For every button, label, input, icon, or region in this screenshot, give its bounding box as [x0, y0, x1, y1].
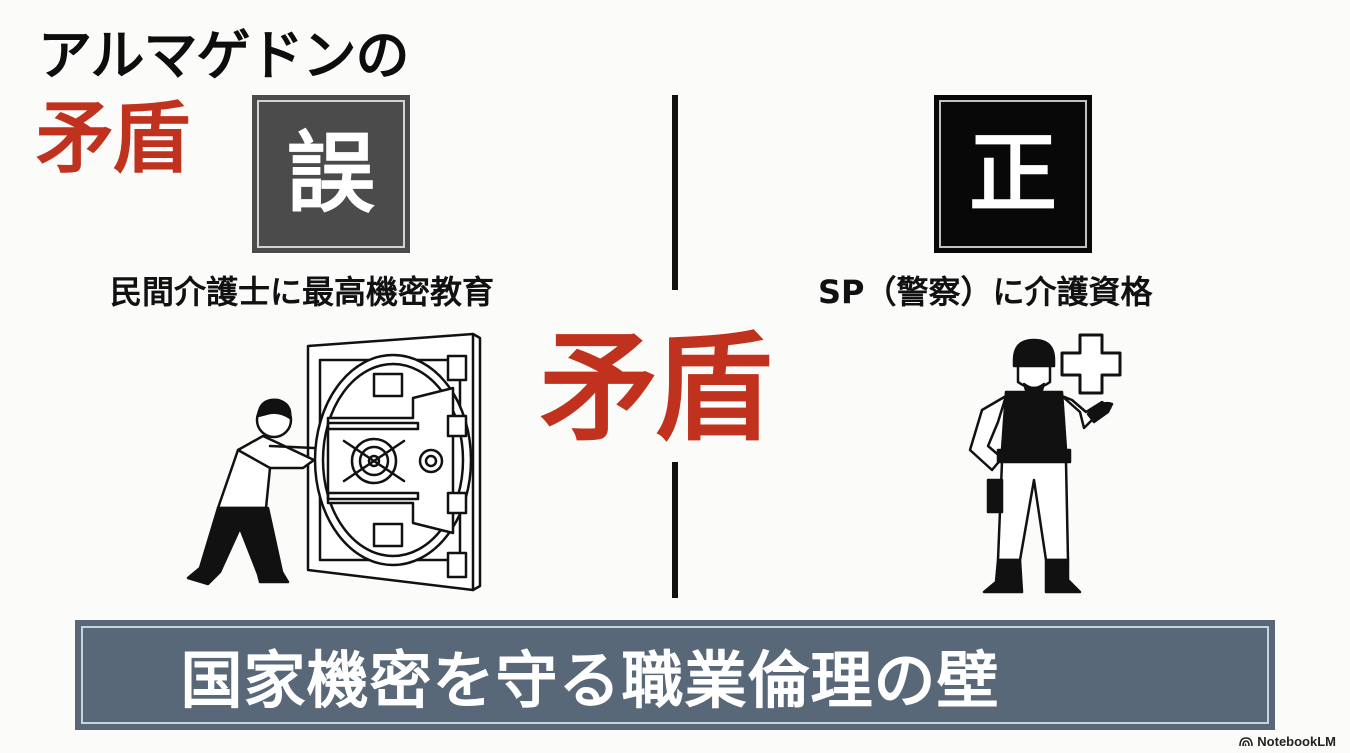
wrong-badge: 誤	[252, 95, 410, 253]
notebooklm-logo-icon	[1239, 736, 1254, 747]
divider-bottom	[672, 462, 678, 598]
banner-inner-border	[81, 626, 1269, 724]
correct-badge: 正	[934, 95, 1092, 253]
person-pushing-vault-door-icon	[178, 328, 488, 600]
divider-top	[672, 95, 678, 290]
notebooklm-watermark: NotebookLM	[1239, 734, 1336, 749]
badge-inner-border	[939, 100, 1087, 248]
correct-glyph: 正	[968, 122, 1057, 225]
left-caption: 民間介護士に最高機密教育	[110, 273, 495, 311]
wrong-glyph: 誤	[286, 122, 375, 225]
banner-text: 国家機密を守る職業倫理の壁	[180, 644, 1000, 717]
center-contradiction-word: 矛盾	[540, 319, 772, 457]
conclusion-banner: 国家機密を守る職業倫理の壁	[75, 620, 1275, 730]
police-officer-with-medical-cross-icon	[962, 330, 1122, 600]
notebooklm-label: NotebookLM	[1257, 734, 1336, 749]
badge-inner-border	[257, 100, 405, 248]
slide-title: アルマゲドンの	[38, 24, 409, 87]
right-caption: SP（警察）に介護資格	[818, 273, 1153, 311]
slide-subtitle: 矛盾	[36, 94, 190, 184]
